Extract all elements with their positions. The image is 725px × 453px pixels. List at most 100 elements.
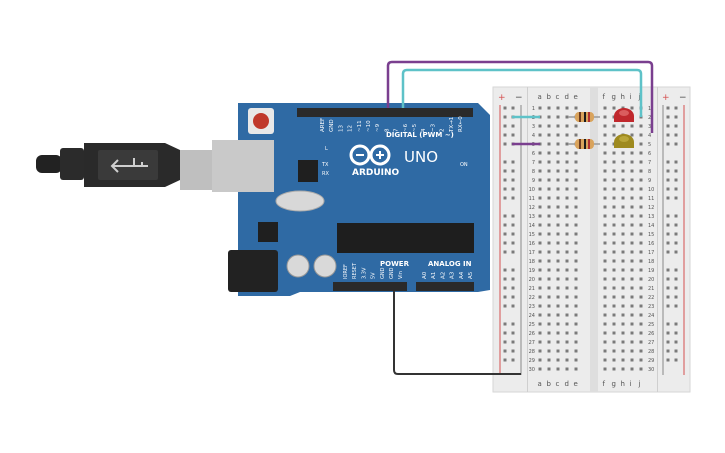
wire-black-gnd[interactable] [393,291,521,375]
breadboard-hole [639,151,643,155]
column-label: e [574,380,578,388]
column-label: j [638,380,641,388]
breadboard-hole [612,223,616,227]
breadboard-hole [574,106,578,110]
regulator [258,222,278,242]
breadboard-hole [612,160,616,164]
digital-pin-label: 12 [348,125,354,132]
rail-hole [503,250,507,254]
breadboard-hole [621,241,625,245]
breadboard-hole [547,295,551,299]
row-label: 24 [529,313,535,319]
column-label: c [556,380,560,388]
rail-hole [674,196,678,200]
breadboard-hole [538,223,542,227]
breadboard-hole [630,196,634,200]
breadboard-hole [621,178,625,182]
row-label: 11 [648,196,654,202]
rail-hole [666,196,670,200]
analog-pin-label: A5 [468,271,474,279]
rail-hole [666,223,670,227]
breadboard-hole [538,286,542,290]
breadboard-hole [603,340,607,344]
chip-small [298,160,318,182]
rail-hole [511,106,515,110]
wire-purple-pin8[interactable] [386,60,654,133]
breadboard-hole [603,133,607,137]
breadboard-hole [603,250,607,254]
breadboard-hole [574,124,578,128]
breadboard-hole [630,187,634,191]
rail-hole [674,277,678,281]
breadboard-hole [621,322,625,326]
breadboard-hole [547,133,551,137]
digital-pin-label: GND [329,119,335,132]
breadboard-hole [574,358,578,362]
breadboard-hole [630,322,634,326]
breadboard-hole [538,349,542,353]
breadboard-hole [612,106,616,110]
rail-hole [503,340,507,344]
breadboard-hole [574,205,578,209]
usb-cable[interactable] [36,143,212,190]
breadboard-hole [574,286,578,290]
rail-hole [674,124,678,128]
rail-hole [674,322,678,326]
analog-pin-label: A0 [422,271,428,279]
breadboard-hole [547,277,551,281]
row-label: 21 [529,286,535,292]
breadboard-hole [556,349,560,353]
rail-hole [674,349,678,353]
rail-hole [511,340,515,344]
rail-hole [503,169,507,173]
rail-hole [511,223,515,227]
breadboard-hole [547,115,551,119]
breadboard-hole [621,340,625,344]
breadboard-hole [574,349,578,353]
wire-cyan-pin7[interactable] [401,68,643,117]
reset-button[interactable] [253,113,269,129]
breadboard-hole [574,313,578,317]
led-1[interactable] [614,108,634,122]
atmega-chip [337,223,474,253]
breadboard-hole [603,358,607,362]
column-label: f [603,380,606,388]
breadboard-hole [612,322,616,326]
breadboard-hole [565,124,569,128]
rail-hole [511,241,515,245]
rail-hole [503,241,507,245]
resistor-1[interactable] [568,112,600,122]
row-label: 30 [529,367,535,373]
capacitor-1 [286,254,310,278]
breadboard-hole [556,205,560,209]
breadboard-hole [621,259,625,263]
row-label: 13 [529,214,535,220]
row-label: 1 [648,106,651,112]
breadboard-hole [612,277,616,281]
digital-pin-label: ~9 [375,123,381,132]
row-label: 10 [648,187,654,193]
rail-hole [511,160,515,164]
rail-hole [666,331,670,335]
rail-hole [503,268,507,272]
breadboard-hole [603,295,607,299]
column-label: a [538,380,542,388]
rail-hole [503,178,507,182]
breadboard-hole [538,205,542,209]
breadboard-hole [538,340,542,344]
row-label: 29 [648,358,654,364]
resistor-2[interactable] [568,139,600,149]
led-2[interactable] [614,134,634,148]
breadboard-hole [574,223,578,227]
breadboard-hole [574,241,578,245]
breadboard-hole [574,259,578,263]
breadboard-hole [565,250,569,254]
breadboard-hole [612,295,616,299]
row-label: 18 [648,259,654,265]
arduino-board[interactable]: ARDUINO UNO DIGITAL (PWM ~) POWER ANALOG… [212,103,490,296]
breadboard-hole [574,268,578,272]
breadboard-hole [565,214,569,218]
